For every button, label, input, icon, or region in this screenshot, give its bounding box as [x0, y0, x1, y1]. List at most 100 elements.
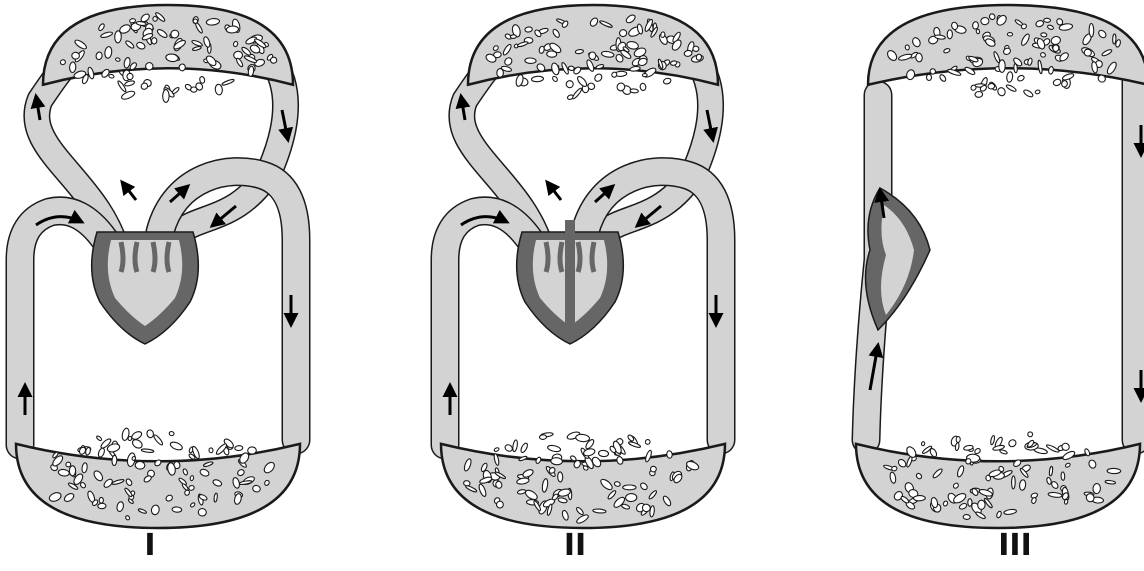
capillary — [531, 76, 543, 82]
capillary — [980, 17, 989, 25]
capillary — [939, 74, 947, 83]
capillary — [494, 447, 500, 452]
capillary — [1035, 89, 1041, 94]
capillary — [1044, 18, 1051, 22]
capillary — [525, 27, 533, 33]
panel-i-arrow-3 — [122, 182, 136, 200]
capillary — [974, 448, 981, 455]
capillary — [172, 507, 182, 513]
capillary — [141, 448, 154, 453]
capillary — [520, 442, 529, 453]
panel-iii-heart — [866, 188, 931, 330]
panel-ii-heart — [517, 220, 624, 344]
panel-label-ii: II — [515, 528, 635, 563]
capillary — [947, 30, 952, 39]
capillary — [108, 74, 114, 79]
capillary — [221, 78, 234, 86]
capillary — [571, 87, 582, 100]
capillary — [270, 57, 277, 64]
capillary — [525, 58, 536, 64]
capillary — [129, 18, 135, 23]
capillary — [114, 31, 121, 43]
capillary — [692, 46, 699, 52]
capillary — [990, 435, 995, 445]
capillary — [593, 73, 603, 83]
capillary — [248, 447, 257, 455]
capillary — [551, 457, 563, 465]
capillary — [575, 434, 589, 443]
capillary — [977, 500, 985, 510]
capillary — [1017, 74, 1025, 82]
capillary — [1006, 71, 1013, 82]
capillary — [547, 51, 557, 58]
capillary — [1011, 476, 1015, 489]
capillary — [972, 21, 979, 29]
capillary — [72, 52, 80, 59]
capillary — [215, 84, 223, 95]
capillary — [120, 90, 135, 101]
panel-i-heart — [92, 232, 199, 344]
capillary — [171, 87, 179, 95]
capillary — [623, 485, 636, 490]
capillary — [660, 32, 665, 38]
capillary — [963, 514, 970, 519]
capillary — [913, 495, 925, 501]
capillary — [169, 441, 183, 452]
capillary — [198, 508, 207, 516]
capillary — [99, 497, 103, 503]
capillary — [512, 440, 518, 452]
capillary — [151, 38, 157, 44]
capillary — [627, 434, 635, 442]
capillary — [1062, 72, 1075, 81]
capillary — [696, 54, 702, 61]
panel-label-iii: III — [955, 528, 1075, 563]
capillary — [1089, 23, 1094, 36]
capillary — [539, 435, 546, 440]
capillary — [69, 62, 76, 73]
capillary — [169, 431, 174, 436]
capillary — [625, 493, 637, 502]
capillary — [1007, 438, 1017, 448]
capillary — [96, 435, 103, 441]
capillary — [575, 49, 584, 54]
capillary — [190, 475, 194, 481]
capillary — [235, 445, 243, 450]
capillary — [552, 75, 559, 82]
capillary — [95, 52, 102, 61]
capillary — [598, 450, 609, 457]
capillary — [650, 466, 656, 472]
capillary — [997, 86, 1007, 96]
capillary — [926, 74, 931, 80]
capillary — [1023, 89, 1034, 98]
capillary — [558, 472, 563, 482]
capillary — [1093, 483, 1101, 493]
capillary — [630, 89, 639, 94]
capillary — [131, 438, 144, 450]
capillary — [1027, 431, 1034, 438]
capillary — [510, 35, 516, 39]
capillary — [504, 443, 514, 452]
capillary — [1052, 78, 1061, 86]
capillary — [209, 448, 214, 453]
capillary — [497, 69, 504, 78]
capillary — [1061, 472, 1065, 481]
capillary — [98, 503, 106, 509]
capillary — [1107, 468, 1121, 473]
capillary — [975, 91, 983, 97]
capillary — [66, 462, 71, 467]
capillary — [666, 450, 672, 458]
capillary — [663, 77, 672, 84]
capillary — [153, 434, 164, 446]
capillary — [69, 466, 75, 476]
panel-label-i: I — [90, 528, 210, 563]
capillary — [999, 449, 1007, 455]
capillary — [976, 29, 980, 34]
capillary — [163, 90, 169, 103]
capillary — [905, 44, 910, 50]
capillary — [1041, 32, 1047, 37]
panel-ii-arrow-3 — [547, 182, 561, 200]
capillary — [1112, 34, 1116, 44]
capillary — [642, 73, 647, 76]
capillary — [135, 461, 145, 469]
capillary — [956, 436, 960, 442]
